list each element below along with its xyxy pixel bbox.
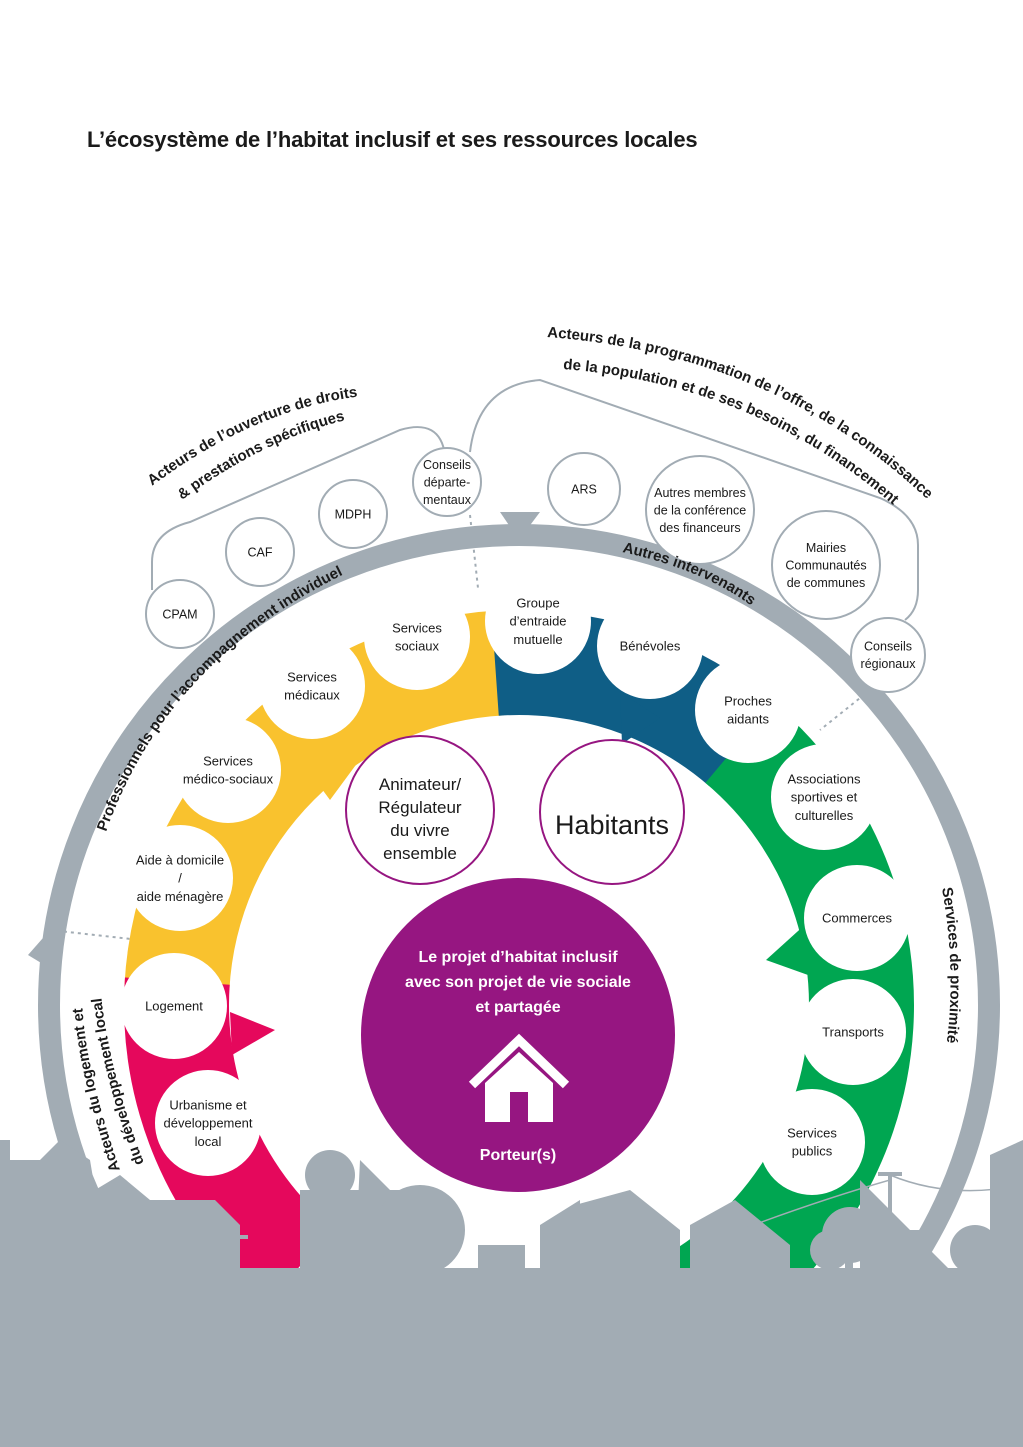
blue-node-2: Bénévoles bbox=[597, 593, 703, 699]
pink-node-1: Logement bbox=[121, 953, 227, 1059]
blue-node-3-circle bbox=[695, 657, 801, 763]
green-node-4-circle bbox=[759, 1089, 865, 1195]
label-services-proximite: Services de proximité bbox=[938, 886, 963, 1044]
habitants-label: Habitants bbox=[555, 810, 669, 840]
ring-arrow-mark bbox=[28, 930, 56, 972]
outer-node-3-label: MDPH bbox=[335, 507, 372, 521]
blue-arrow-head bbox=[620, 692, 660, 744]
power-line bbox=[889, 1174, 1023, 1192]
bracket-programmation bbox=[469, 378, 919, 621]
dotted-separator bbox=[49, 929, 141, 941]
town-skyline bbox=[0, 1140, 1023, 1447]
outer-node-5-label: ARS bbox=[571, 482, 597, 496]
pink-node-1-label: Logement bbox=[145, 999, 203, 1014]
yellow-arrow-head bbox=[302, 762, 358, 800]
dotted-separator bbox=[819, 689, 871, 731]
blue-node-1-circle bbox=[485, 568, 591, 674]
green-node-2-label: Commerces bbox=[822, 911, 893, 926]
outer-node-2-circle bbox=[225, 517, 295, 587]
animateur-circle bbox=[345, 735, 495, 885]
outer-node-4-circle bbox=[412, 447, 482, 517]
outer-node-6-circle bbox=[645, 455, 755, 565]
green-node-2-circle bbox=[804, 865, 910, 971]
outer-node-1-circle bbox=[145, 579, 215, 649]
yellow-node-1: Aide à domicile/aide ménagère bbox=[127, 825, 233, 931]
outer-node-2: CAF bbox=[225, 517, 295, 587]
yellow-node-1-circle bbox=[127, 825, 233, 931]
outer-node-8-circle bbox=[850, 617, 926, 693]
outer-node-3-circle bbox=[318, 479, 388, 549]
outer-node-5: ARS bbox=[547, 452, 621, 526]
habitants-circle bbox=[539, 739, 685, 885]
page-title: L’écosystème de l’habitat inclusif et se… bbox=[87, 127, 698, 152]
yellow-node-4-circle bbox=[364, 584, 470, 690]
yellow-node-1-label: Aide à domicile/aide ménagère bbox=[136, 852, 224, 903]
outer-node-5-circle bbox=[547, 452, 621, 526]
outer-node-3: MDPH bbox=[318, 479, 388, 549]
green-node-3-label: Transports bbox=[822, 1025, 884, 1040]
pink-node-2-circle bbox=[155, 1070, 261, 1176]
outer-node-2-label: CAF bbox=[248, 545, 273, 559]
label-ouverture-1: Acteurs de l’ouverture de droits bbox=[144, 384, 358, 489]
green-node-3: Transports bbox=[800, 979, 906, 1085]
dotted-separator bbox=[469, 514, 479, 589]
ring-arrow-mark bbox=[500, 512, 540, 540]
green-node-1-circle bbox=[771, 744, 877, 850]
outer-node-1: CPAM bbox=[145, 579, 215, 649]
green-node-2: Commerces bbox=[804, 865, 910, 971]
blue-node-2-label: Bénévoles bbox=[620, 639, 681, 654]
house-icon bbox=[468, 1033, 570, 1122]
yellow-node-2-circle bbox=[175, 717, 281, 823]
green-node-3-circle bbox=[800, 979, 906, 1085]
porteur-label: Porteur(s) bbox=[480, 1147, 556, 1164]
pink-arrow-head bbox=[230, 1012, 275, 1055]
power-line bbox=[739, 1179, 891, 1231]
bracket-ouverture bbox=[151, 426, 446, 590]
outer-node-1-label: CPAM bbox=[162, 607, 197, 621]
outer-node-7-circle bbox=[771, 510, 881, 620]
pink-node-1-circle bbox=[121, 953, 227, 1059]
yellow-node-3-circle bbox=[259, 633, 365, 739]
green-arrow-head bbox=[766, 922, 808, 975]
blue-node-2-circle bbox=[597, 593, 703, 699]
